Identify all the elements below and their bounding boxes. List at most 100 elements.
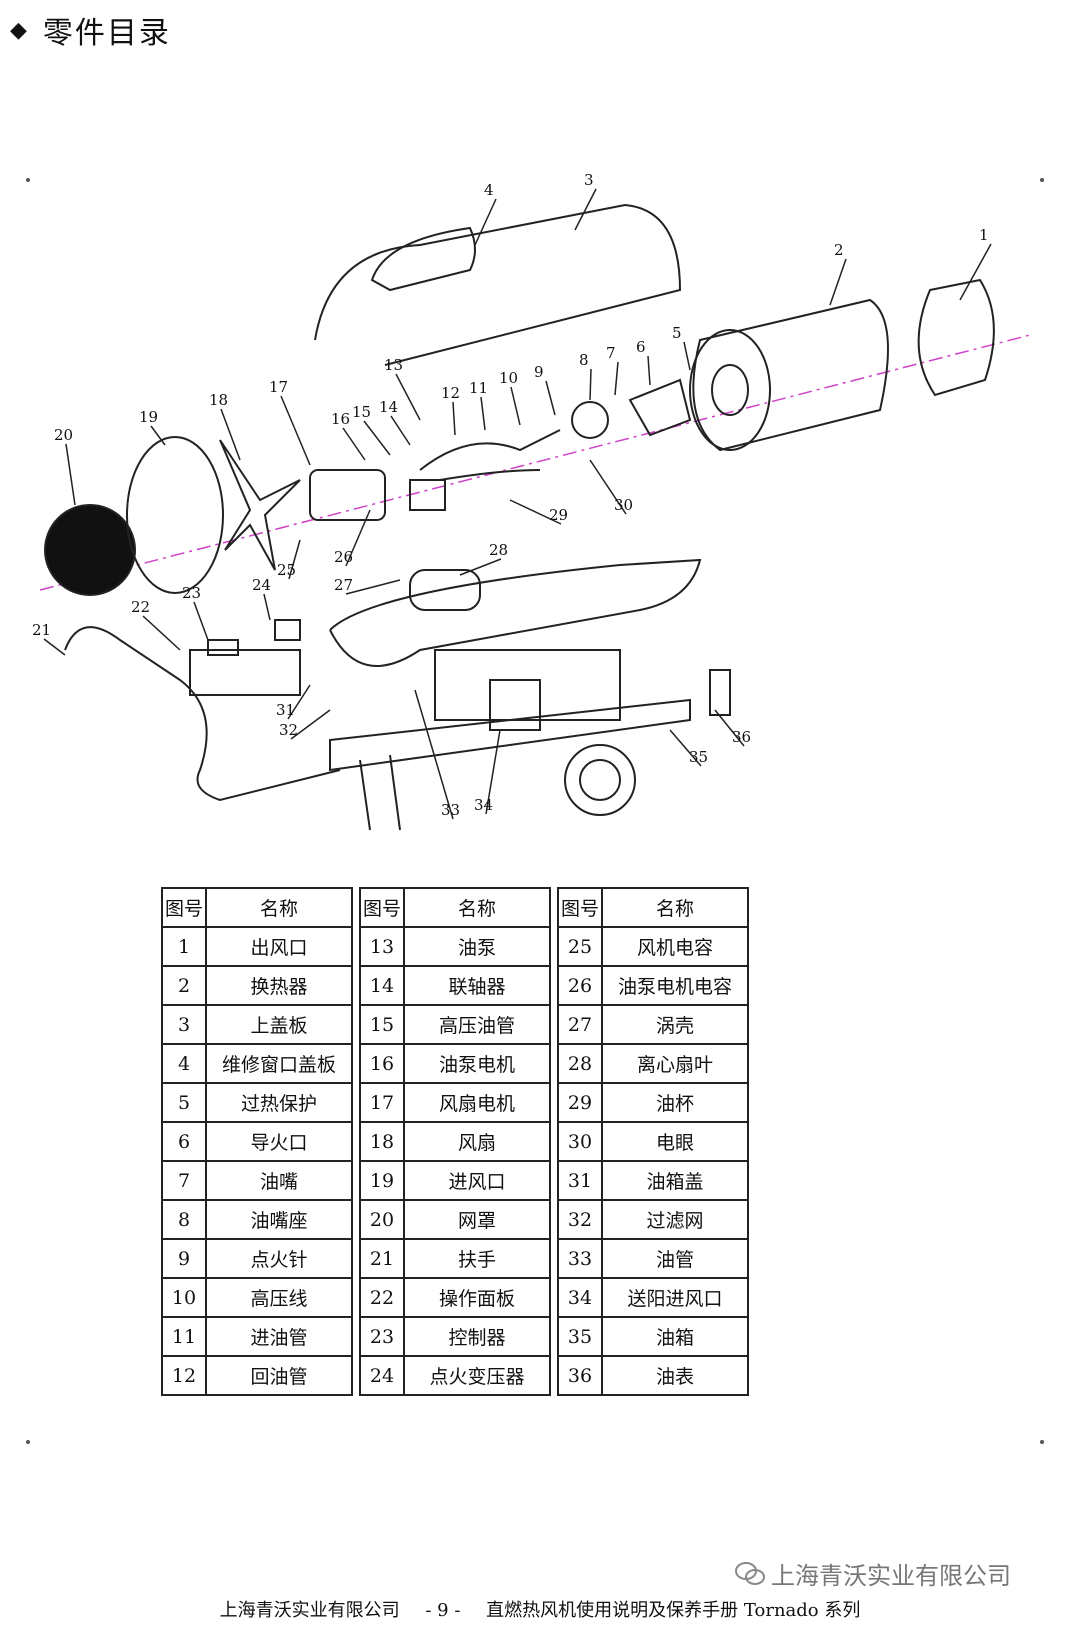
callout-leader-line (509, 499, 562, 525)
part-name: 油泵电机电容 (601, 965, 749, 1006)
callout-label: 33 (441, 801, 460, 819)
part-number: 6 (161, 1121, 207, 1162)
diamond-bullet-icon: ◆ (10, 17, 29, 43)
callout-leader-line (452, 401, 456, 436)
part-number: 9 (161, 1238, 207, 1279)
callout-label: 7 (606, 344, 616, 362)
callout-leader-line (288, 539, 301, 580)
corner-mark (26, 1440, 30, 1444)
callout-leader-line (390, 415, 411, 446)
wechat-watermark: 上海青沃实业有限公司 (735, 1556, 1011, 1591)
part-name: 换热器 (205, 965, 353, 1006)
callout-leader-line (395, 373, 421, 421)
callout-leader-line (669, 729, 702, 767)
part-name: 电眼 (601, 1121, 749, 1162)
exchanger-end (689, 329, 771, 451)
callout-label: 22 (131, 598, 150, 616)
part-name: 送阳进风口 (601, 1277, 749, 1318)
callout-leader-line (545, 380, 556, 416)
corner-mark (26, 178, 30, 182)
callout-label: 36 (732, 728, 751, 746)
part-name: 点火变压器 (403, 1355, 551, 1396)
fuel-gauge-shape (709, 669, 731, 716)
part-number: 35 (557, 1316, 603, 1357)
callout-leader-line (220, 408, 241, 461)
burner-head-shape (628, 378, 692, 437)
part-number: 4 (161, 1043, 207, 1084)
callout-label: 19 (139, 408, 158, 426)
part-number: 22 (359, 1277, 405, 1318)
callout-label: 16 (331, 410, 350, 428)
part-number: 5 (161, 1082, 207, 1123)
header-num: 图号 (557, 887, 603, 928)
part-number: 23 (359, 1316, 405, 1357)
wheel-shape (564, 744, 636, 816)
callout-leader-line (150, 425, 166, 446)
housing-shape (329, 558, 702, 667)
part-name: 油表 (601, 1355, 749, 1396)
part-number: 36 (557, 1355, 603, 1396)
callout-label: 11 (469, 379, 488, 397)
blower-shape (409, 569, 481, 611)
motor-shape (309, 469, 386, 521)
part-name: 风扇 (403, 1121, 551, 1162)
callout-label: 32 (279, 721, 298, 739)
callout-leader-line (342, 427, 366, 461)
callout-label: 9 (534, 363, 544, 381)
header-name: 名称 (205, 887, 353, 928)
window-cover-shape (370, 226, 476, 292)
callout-leader-line (345, 509, 371, 567)
side-panel-shape (434, 649, 621, 721)
part-number: 16 (359, 1043, 405, 1084)
callout-leader-line (714, 709, 745, 747)
part-name: 操作面板 (403, 1277, 551, 1318)
part-number: 11 (161, 1316, 207, 1357)
callout-label: 3 (584, 171, 594, 189)
page-heading: ◆ 零件目录 (10, 8, 171, 52)
part-number: 30 (557, 1121, 603, 1162)
callout-leader-line (280, 395, 311, 466)
callout-leader-line (959, 243, 992, 301)
callout-leader-line (290, 709, 331, 740)
pipe-shape (419, 429, 561, 471)
header-name: 名称 (601, 887, 749, 928)
callout-label: 15 (352, 403, 371, 421)
callout-label: 10 (499, 369, 518, 387)
callout-label: 27 (334, 576, 353, 594)
part-number: 3 (161, 1004, 207, 1045)
part-number: 25 (557, 926, 603, 967)
fan-guard-shape (44, 504, 136, 596)
corner-mark (1040, 178, 1044, 182)
part-number: 14 (359, 965, 405, 1006)
part-number: 21 (359, 1238, 405, 1279)
callout-leader-line (414, 689, 454, 820)
part-name: 油泵电机 (403, 1043, 551, 1084)
part-name: 点火针 (205, 1238, 353, 1279)
part-name: 油管 (601, 1238, 749, 1279)
outlet-ring-shape (917, 278, 995, 397)
part-number: 31 (557, 1160, 603, 1201)
part-name: 网罩 (403, 1199, 551, 1240)
handle-shape (64, 626, 341, 802)
part-name: 导火口 (205, 1121, 353, 1162)
callout-leader-line (459, 558, 502, 576)
part-number: 10 (161, 1277, 207, 1318)
watermark-text: 上海青沃实业有限公司 (771, 1562, 1011, 1590)
top-cover-shape (314, 203, 682, 366)
callout-leader-line (589, 459, 627, 515)
part-name: 过滤网 (601, 1199, 749, 1240)
part-number: 24 (359, 1355, 405, 1396)
callout-label: 4 (484, 181, 494, 199)
callout-leader-line (345, 579, 401, 595)
wechat-icon (735, 1561, 765, 1585)
part-number: 12 (161, 1355, 207, 1396)
callout-leader-line (829, 258, 847, 306)
callout-leader-line (480, 396, 486, 431)
header-name: 名称 (403, 887, 551, 928)
